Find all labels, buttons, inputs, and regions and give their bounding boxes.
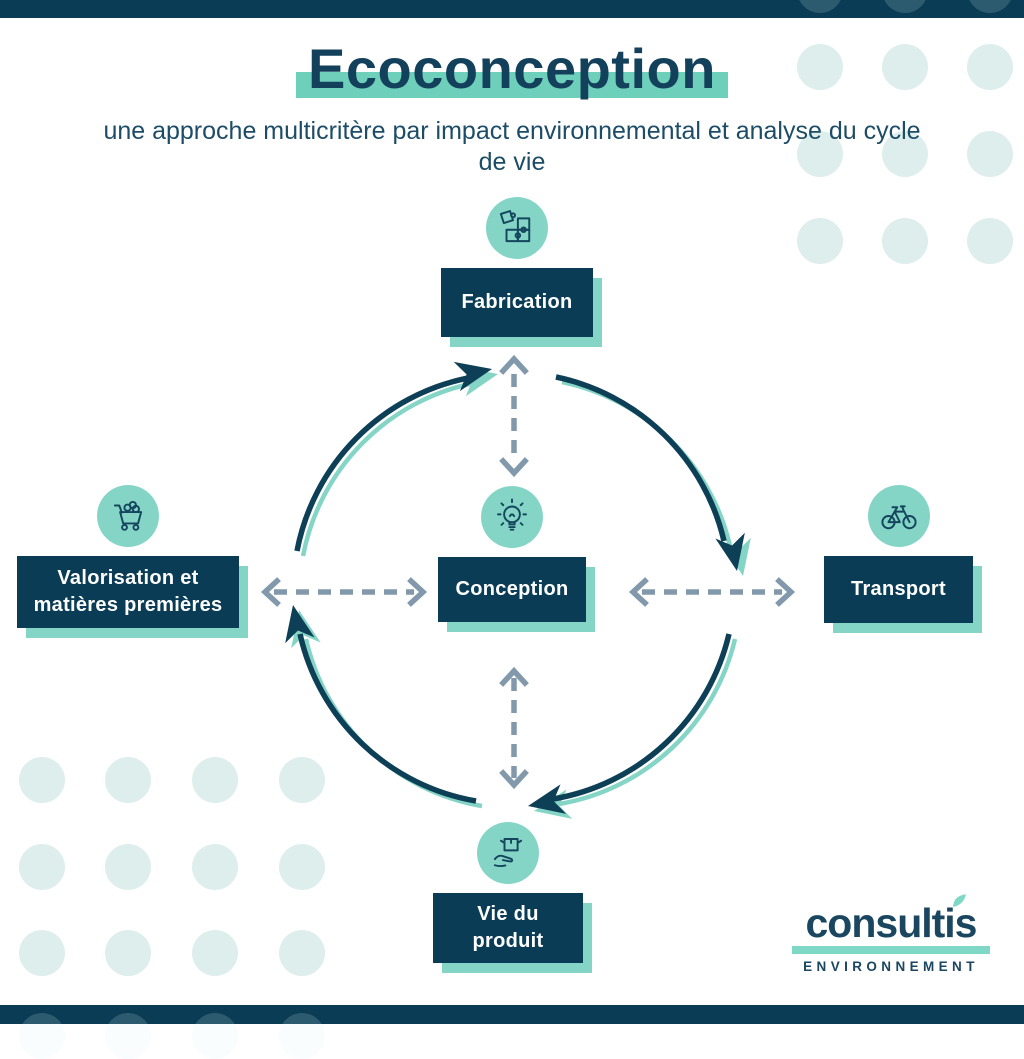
fabrication-box: Fabrication <box>441 268 593 337</box>
bicycle-icon <box>880 505 917 530</box>
top-border-bar <box>0 0 1024 18</box>
decor-dot <box>192 930 238 976</box>
chevron-down-icon <box>499 457 529 478</box>
decor-dot <box>967 131 1013 177</box>
arc-right-to-bottom <box>552 633 732 802</box>
valorisation-label: Valorisation et matières premières <box>33 567 223 616</box>
puzzle-icon <box>499 210 531 243</box>
chevron-right-icon <box>775 577 796 607</box>
conception-label: Conception <box>455 578 569 600</box>
decor-dot <box>797 0 843 13</box>
conception-icon-circle <box>481 486 543 548</box>
decor-dot <box>19 930 65 976</box>
leaf-icon <box>953 894 966 907</box>
bottom-border-bar <box>0 1005 1024 1024</box>
arc-bottom-to-left <box>297 633 477 804</box>
decor-dot <box>797 44 843 90</box>
decor-dot <box>967 44 1013 90</box>
decor-dot <box>967 0 1013 13</box>
decor-dot <box>882 0 928 13</box>
decor-dot <box>882 218 928 264</box>
decor-dot <box>105 844 151 890</box>
lightbulb-icon <box>497 498 527 531</box>
chevron-up-icon <box>499 354 529 375</box>
node-vie-du-produit: Vie du produit <box>433 822 583 963</box>
decor-dot <box>105 757 151 803</box>
vie-du-produit-label: Vie du produit <box>472 903 544 952</box>
chevron-left-icon <box>628 577 649 607</box>
arrowhead-right <box>715 532 745 571</box>
decor-dot <box>279 757 325 803</box>
logo-tagline: ENVIRONNEMENT <box>803 959 979 974</box>
cart-icon <box>113 500 143 531</box>
decor-dot <box>192 757 238 803</box>
decor-dot <box>882 131 928 177</box>
decor-dot <box>192 844 238 890</box>
decor-dot <box>967 218 1013 264</box>
consultis-logo: consultis ENVIRONNEMENT <box>792 894 990 974</box>
chevron-right-icon <box>407 577 428 607</box>
vie-du-produit-icon-circle <box>477 822 539 884</box>
decor-dot <box>882 44 928 90</box>
decor-dot <box>192 1013 238 1059</box>
chevron-left-icon <box>260 577 281 607</box>
decor-dot <box>19 844 65 890</box>
node-transport: Transport <box>824 485 973 623</box>
decor-dot <box>797 218 843 264</box>
logo-divider <box>792 946 990 954</box>
arrowhead-bottom <box>528 784 567 814</box>
infographic: Ecoconception une approche multicritère … <box>0 0 1024 1024</box>
transport-box: Transport <box>824 556 973 623</box>
transport-label: Transport <box>851 578 946 600</box>
valorisation-box: Valorisation et matières premières <box>17 556 239 628</box>
node-conception: Conception <box>438 486 586 622</box>
node-valorisation: Valorisation et matières premières <box>17 485 239 628</box>
fabrication-icon-circle <box>486 197 548 259</box>
arrowhead-top <box>453 361 492 392</box>
conception-box: Conception <box>438 557 586 622</box>
decor-dot <box>19 757 65 803</box>
decor-dot <box>279 930 325 976</box>
hand-box-icon <box>493 838 523 868</box>
fabrication-label: Fabrication <box>461 291 573 313</box>
decor-dot <box>279 844 325 890</box>
decor-dot <box>105 930 151 976</box>
decor-dot <box>279 1013 325 1059</box>
page-title: Ecoconception <box>296 37 728 100</box>
subtitle: une approche multicritère par impact env… <box>103 117 921 176</box>
decor-dot <box>105 1013 151 1059</box>
node-fabrication: Fabrication <box>441 197 593 337</box>
chevron-down-icon <box>499 769 529 790</box>
decor-dot <box>19 1013 65 1059</box>
chevron-up-icon <box>499 666 529 687</box>
arrowhead-left <box>285 605 315 644</box>
decor-dot <box>797 131 843 177</box>
vie-du-produit-box: Vie du produit <box>433 893 583 963</box>
valorisation-icon-circle <box>97 485 159 547</box>
logo-wordmark: consultis <box>805 900 978 946</box>
transport-icon-circle <box>867 485 930 547</box>
